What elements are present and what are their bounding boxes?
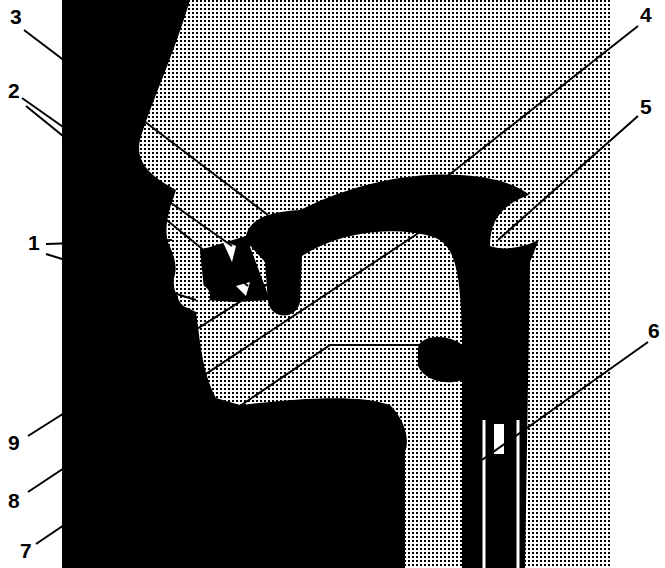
leader-line [440,26,638,182]
leader-line [36,345,430,544]
callout-number: 8 [8,490,20,512]
leader-line [22,98,232,246]
callout-number: 6 [648,320,660,342]
lower-teeth [236,282,250,296]
epiglottis [418,337,462,382]
trachea-wall [517,420,520,568]
leader-line [46,254,196,300]
callout-number: 1 [28,232,40,254]
callout-number: 3 [10,6,22,28]
callout-number: 5 [640,96,652,118]
leader-line [498,116,638,240]
callout-number: 2 [8,80,20,102]
leader-line [482,342,648,460]
face-profile [62,0,407,568]
leader-line [28,270,290,436]
leader-line [24,30,268,215]
leader-line [28,232,420,492]
trachea-wall [483,420,486,568]
callout-number: 4 [640,4,652,26]
leader-line [46,240,172,244]
callout-number: 9 [8,432,20,454]
callout-number: 7 [20,540,32,562]
